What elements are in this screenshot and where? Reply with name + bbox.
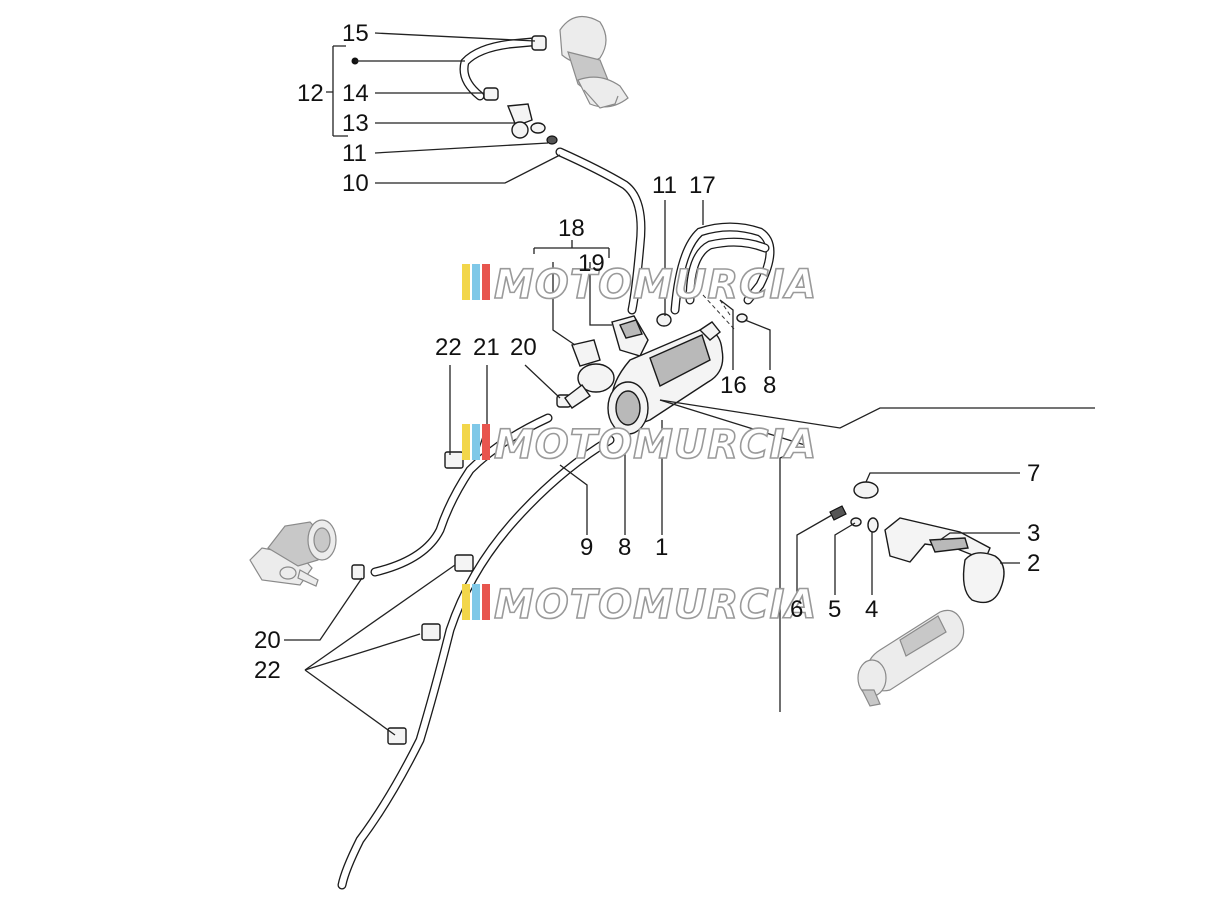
label-15: 15: [342, 20, 369, 47]
label-16: 16: [720, 372, 747, 399]
label-2: 2: [1027, 550, 1040, 577]
label-7: 7: [1027, 460, 1040, 487]
hose-holders-22: [387, 451, 474, 745]
fuel-valve-13: [507, 103, 546, 139]
watermark-top: MOTOMURCIA: [462, 261, 817, 309]
hose-9: [337, 435, 615, 890]
svg-text:MOTOMURCIA: MOTOMURCIA: [494, 422, 817, 468]
label-22: 22: [254, 657, 281, 684]
label-21: 21: [473, 334, 500, 361]
svg-text:MOTOMURCIA: MOTOMURCIA: [494, 262, 817, 308]
leader-lines: [284, 32, 1095, 736]
label-20: 20: [254, 627, 281, 654]
label-4: 4: [865, 596, 878, 623]
label-8: 8: [763, 372, 776, 399]
label-14: 14: [342, 80, 369, 107]
part-labels: 15 12 14 13 11 10 11 17 18 19 22 21 20 1…: [254, 20, 1040, 684]
regulator-20: [564, 339, 615, 409]
hose-clamp-icon: [351, 35, 748, 580]
label-6: 6: [790, 596, 803, 623]
label-11: 11: [652, 172, 677, 199]
label-11: 11: [342, 140, 367, 167]
throttle-body-icon: [249, 519, 337, 587]
label-12: 12: [297, 80, 324, 107]
svg-text:MOTOMURCIA: MOTOMURCIA: [494, 582, 817, 628]
hose-17: [670, 222, 775, 315]
hose-12: [459, 37, 537, 101]
label-8: 8: [618, 534, 631, 561]
label-22: 22: [435, 334, 462, 361]
bracket-icon: [829, 481, 1005, 604]
label-20: 20: [510, 334, 537, 361]
fitting-19: [611, 315, 649, 357]
watermark-middle: MOTOMURCIA: [462, 421, 817, 469]
label-3: 3: [1027, 520, 1040, 547]
label-5: 5: [828, 596, 841, 623]
watermark-bottom: MOTOMURCIA: [462, 581, 817, 629]
fuel-tank-cap-icon: [559, 15, 629, 109]
label-18: 18: [558, 215, 585, 242]
label-13: 13: [342, 110, 369, 137]
fuel-pump-icon: [857, 609, 965, 707]
label-1: 1: [655, 534, 668, 561]
hose-10: [555, 147, 646, 315]
hose-21: [370, 413, 553, 577]
label-10: 10: [342, 170, 369, 197]
label-19: 19: [578, 250, 605, 277]
label-17: 17: [689, 172, 716, 199]
fuel-filter-icon: [607, 321, 724, 435]
label-9: 9: [580, 534, 593, 561]
